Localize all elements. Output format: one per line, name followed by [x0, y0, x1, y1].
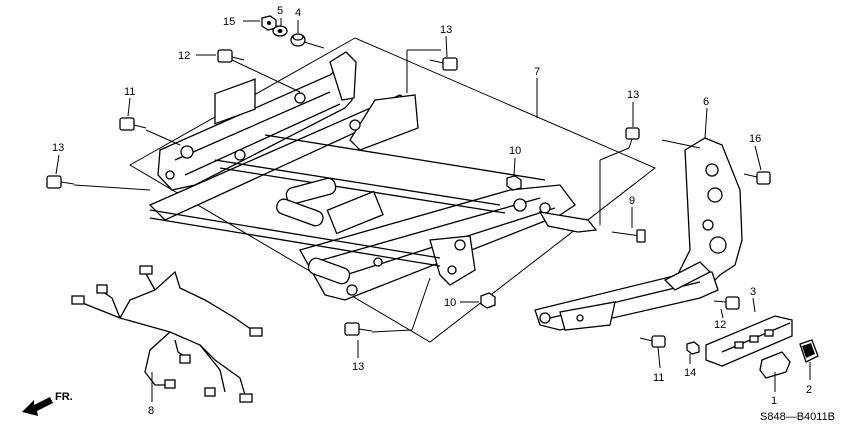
part-4-cap — [290, 33, 306, 47]
part-13-bolt-top — [429, 57, 458, 71]
label-part-6: 6 — [703, 96, 709, 108]
label-part-13-left: 13 — [52, 142, 64, 154]
part-14-nut — [686, 341, 700, 355]
leader-lines — [55, 18, 762, 402]
label-part-12-lower: 12 — [714, 319, 726, 331]
label-part-13-lower: 13 — [352, 361, 364, 373]
label-part-15: 15 — [223, 16, 235, 28]
switch-knob-1 — [759, 351, 791, 392]
label-part-3: 3 — [750, 286, 756, 298]
seat-switch — [705, 315, 793, 367]
part-10-nut-lower — [480, 292, 496, 309]
label-part-10-upper: 10 — [509, 145, 521, 157]
front-direction-arrow: FR. — [22, 391, 73, 416]
label-part-7: 7 — [534, 66, 540, 78]
part-13-bolt-lower — [344, 322, 373, 336]
part-11-bolt-lower — [639, 335, 666, 348]
label-part-11-lower: 11 — [653, 372, 664, 384]
part-12-bolt-upper — [217, 49, 245, 63]
part-9-long-bolt — [611, 229, 646, 243]
seat-side-frame — [534, 137, 743, 331]
seat-track-assembly — [148, 51, 598, 301]
label-part-13-mid: 13 — [627, 89, 639, 101]
label-part-5: 5 — [277, 5, 283, 17]
label-part-8: 8 — [148, 405, 154, 417]
part-16-bolt — [743, 171, 771, 185]
diagram-code: S848—B4011B — [760, 411, 835, 423]
part-13-bolt-left — [46, 175, 75, 189]
part-12-bolt-lower — [713, 296, 740, 310]
label-part-1: 1 — [771, 395, 777, 407]
part-10-nut-upper — [506, 175, 522, 191]
label-part-12-upper: 12 — [178, 50, 190, 62]
switch-knob-2 — [799, 339, 819, 380]
label-part-14: 14 — [684, 367, 696, 379]
label-part-16: 16 — [749, 133, 761, 145]
front-label: FR. — [55, 391, 73, 403]
callout-labels: 15 5 4 12 13 11 13 7 13 10 9 10 13 6 16 … — [52, 5, 812, 417]
part-13-bolt-mid — [625, 127, 640, 149]
label-part-11-left: 11 — [124, 86, 135, 98]
part-11-bolt-left — [119, 117, 147, 131]
label-part-4: 4 — [295, 7, 301, 19]
label-part-13-top: 13 — [440, 24, 452, 36]
label-part-9: 9 — [629, 195, 635, 207]
wire-harness — [71, 265, 263, 403]
part-5-washer — [272, 25, 288, 37]
label-part-10-lower: 10 — [444, 297, 456, 309]
label-part-2: 2 — [806, 384, 812, 396]
